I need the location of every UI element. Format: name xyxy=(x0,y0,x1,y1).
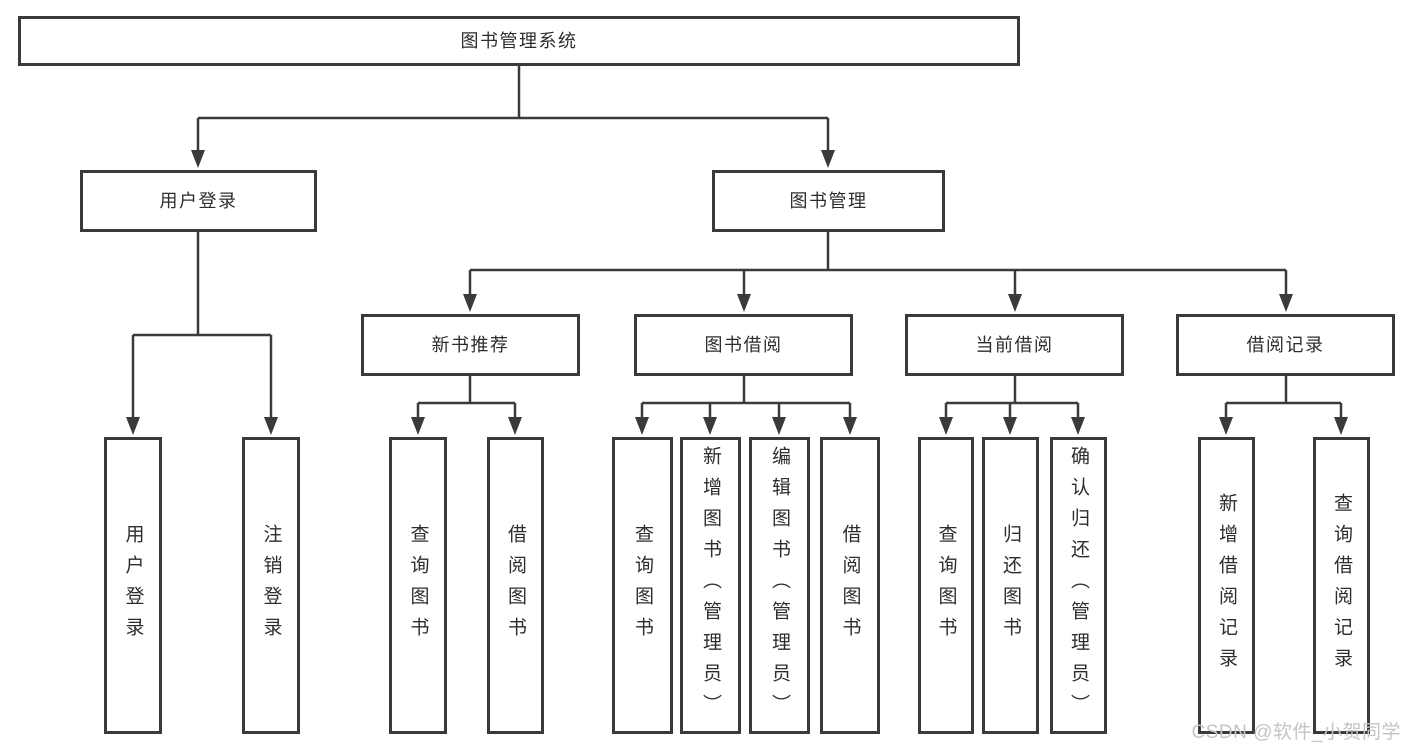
arrowhead xyxy=(191,150,205,168)
arrowhead xyxy=(1334,417,1348,435)
arrowhead xyxy=(1008,294,1022,312)
node-book-management: 图书管理 xyxy=(712,170,945,232)
arrowhead xyxy=(1219,417,1233,435)
arrowhead xyxy=(264,417,278,435)
connector-user-login-children xyxy=(126,232,278,435)
leaf-user-login: 用户登录 xyxy=(104,437,162,734)
arrowhead xyxy=(772,417,786,435)
leaf-borrow-books-2: 借阅图书 xyxy=(820,437,880,734)
leaf-query-books-3: 查询图书 xyxy=(918,437,974,734)
csdn-watermark: CSDN @软件_小贺同学 xyxy=(1191,722,1401,743)
node-new-book-recommendation: 新书推荐 xyxy=(361,314,580,376)
arrowhead xyxy=(1279,294,1293,312)
arrowhead xyxy=(737,294,751,312)
arrowhead xyxy=(126,417,140,435)
leaf-edit-books-admin: 编辑图书（管理员） xyxy=(749,437,810,734)
leaf-query-books-1: 查询图书 xyxy=(389,437,447,734)
connector-new-book-rec-children xyxy=(411,376,522,435)
arrowhead xyxy=(843,417,857,435)
connector-book-mgmt-children xyxy=(463,232,1293,312)
leaf-borrow-books-1: 借阅图书 xyxy=(487,437,544,734)
arrowhead xyxy=(635,417,649,435)
arrowhead xyxy=(939,417,953,435)
node-book-borrowing: 图书借阅 xyxy=(634,314,853,376)
leaf-add-borrow-record: 新增借阅记录 xyxy=(1198,437,1255,734)
connector-book-borrow-children xyxy=(635,376,857,435)
node-library-management-system: 图书管理系统 xyxy=(18,16,1020,66)
node-user-login: 用户登录 xyxy=(80,170,317,232)
arrowhead xyxy=(1071,417,1085,435)
arrowhead xyxy=(463,294,477,312)
node-borrowing-records: 借阅记录 xyxy=(1176,314,1395,376)
leaf-return-books: 归还图书 xyxy=(982,437,1039,734)
leaf-confirm-return-admin: 确认归还（管理员） xyxy=(1050,437,1107,734)
arrowhead xyxy=(703,417,717,435)
arrowhead xyxy=(508,417,522,435)
leaf-query-borrow-record: 查询借阅记录 xyxy=(1313,437,1370,734)
arrowhead xyxy=(821,150,835,168)
connector-root-to-level2 xyxy=(191,66,835,168)
connector-current-borrow-children xyxy=(939,376,1085,435)
leaf-add-books-admin: 新增图书（管理员） xyxy=(680,437,741,734)
leaf-logout: 注销登录 xyxy=(242,437,300,734)
arrowhead xyxy=(1003,417,1017,435)
connector-borrow-record-children xyxy=(1219,376,1348,435)
node-current-borrowing: 当前借阅 xyxy=(905,314,1124,376)
leaf-query-books-2: 查询图书 xyxy=(612,437,673,734)
arrowhead xyxy=(411,417,425,435)
